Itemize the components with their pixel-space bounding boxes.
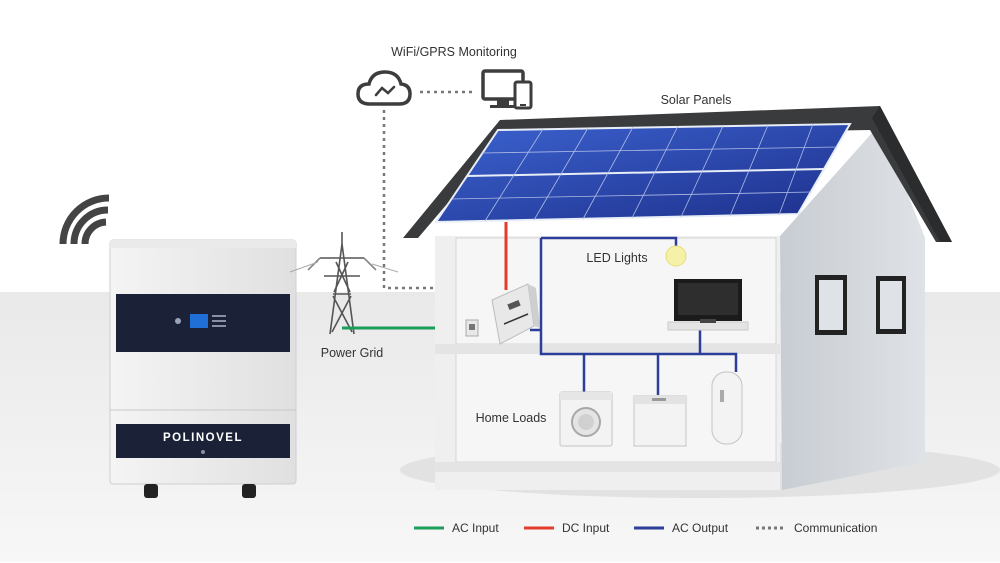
dishwasher-icon <box>633 395 687 447</box>
monitoring-label: WiFi/GPRS Monitoring <box>391 45 517 59</box>
legend-ac-input: AC Input <box>414 521 499 535</box>
battery-brand-panel: POLINOVEL <box>116 424 290 458</box>
solar-panel-array <box>434 122 852 224</box>
svg-text:Communication: Communication <box>794 521 877 535</box>
solar-panels-label: Solar Panels <box>661 93 732 107</box>
led-lights-label: LED Lights <box>586 251 647 265</box>
washing-machine-icon <box>559 391 613 447</box>
battery-cabinet: POLINOVEL <box>109 239 297 498</box>
home-loads-label: Home Loads <box>476 411 547 425</box>
window-right <box>876 276 906 334</box>
legend-ac-output: AC Output <box>634 521 729 535</box>
power-tower-icon <box>289 232 399 335</box>
inverter <box>491 283 540 345</box>
legend: AC Input DC Input AC Output Communicatio… <box>414 521 877 535</box>
water-heater-icon <box>711 371 743 445</box>
svg-text:DC Input: DC Input <box>562 521 610 535</box>
battery-display-panel <box>116 294 290 352</box>
switch-box <box>465 319 479 337</box>
wifi-signal-icon <box>59 194 110 245</box>
caster-wheel <box>144 484 256 498</box>
brand-logo: POLINOVEL <box>163 432 243 444</box>
communication-lines <box>382 90 492 290</box>
svg-text:AC Input: AC Input <box>452 521 499 535</box>
led-light-icon <box>665 245 687 267</box>
svg-text:AC Output: AC Output <box>672 521 729 535</box>
phone-icon <box>513 80 533 110</box>
power-grid-label: Power Grid <box>321 346 384 360</box>
window-left <box>815 275 847 335</box>
tv-icon <box>667 279 749 331</box>
legend-communication: Communication <box>756 521 877 535</box>
legend-dc-input: DC Input <box>524 521 610 535</box>
cloud-icon <box>356 70 412 106</box>
house <box>403 106 952 490</box>
